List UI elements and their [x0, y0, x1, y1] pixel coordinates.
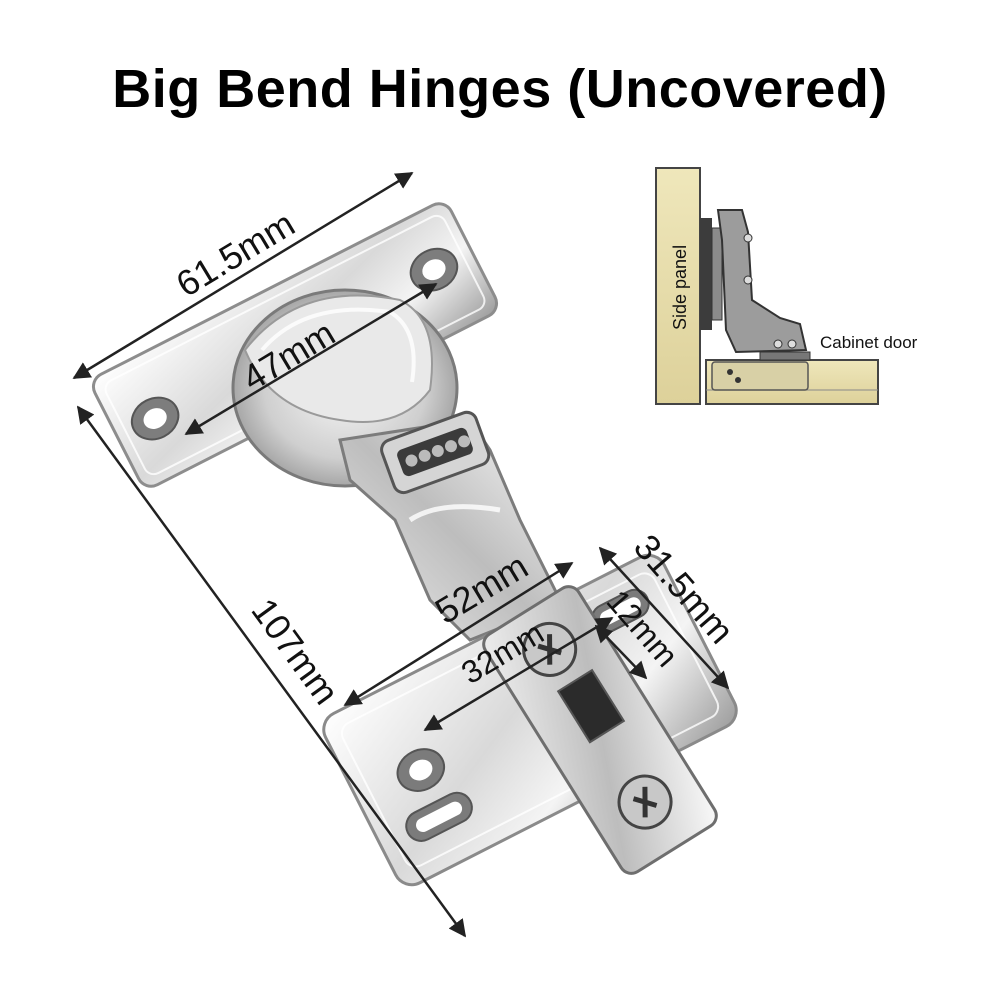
dim-label-107: 107mm	[244, 591, 348, 712]
dim-line-61-5	[72, 171, 414, 380]
dim-line-107	[76, 405, 467, 938]
side-panel-label: Side panel	[670, 245, 690, 330]
screw-hole-right	[409, 247, 459, 292]
dim-line-12	[594, 624, 648, 680]
installation-diagram: Side panel Cabinet door	[655, 167, 918, 405]
dimension-lines	[72, 171, 730, 938]
page-title: Big Bend Hinges (Uncovered)	[112, 59, 888, 119]
diagram-hinge	[700, 209, 811, 391]
adjustment-screw-bottom	[617, 774, 673, 830]
side-panel	[655, 167, 701, 405]
dim-line-32	[423, 616, 614, 732]
dim-line-31-5	[598, 546, 730, 690]
cabinet-door-label: Cabinet door	[820, 333, 918, 352]
